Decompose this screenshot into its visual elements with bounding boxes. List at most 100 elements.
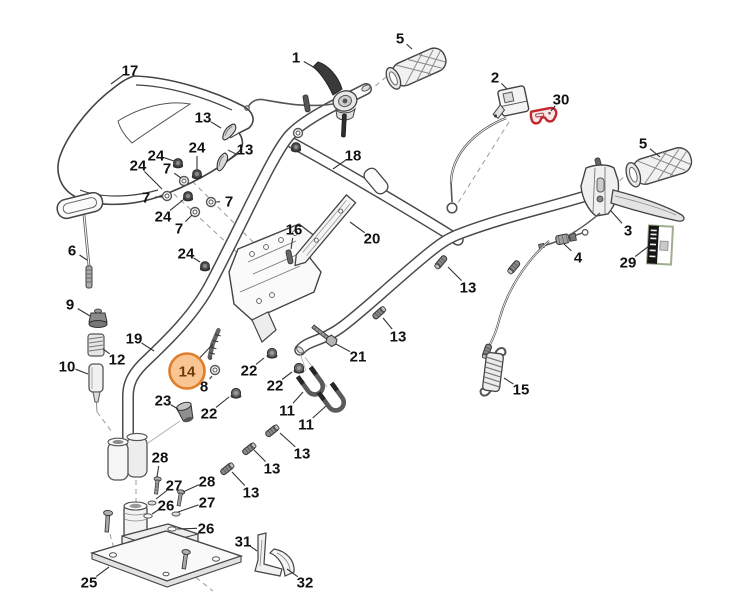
callout-10[interactable]: 10 <box>59 359 76 376</box>
alert-clip-30[interactable] <box>529 106 558 125</box>
callout-20[interactable]: 20 <box>364 231 381 248</box>
callout-7[interactable]: 7 <box>163 161 171 178</box>
callout-24[interactable]: 24 <box>189 140 206 157</box>
base-bolt <box>181 549 191 570</box>
callout-15[interactable]: 15 <box>513 382 530 399</box>
callout-2[interactable]: 2 <box>491 70 499 87</box>
washer-8 <box>209 364 221 376</box>
leader-line-22 <box>215 396 230 408</box>
callout-13[interactable]: 13 <box>460 280 477 297</box>
callout-19[interactable]: 19 <box>126 331 143 348</box>
callout-13[interactable]: 13 <box>243 485 260 502</box>
callout-6[interactable]: 6 <box>68 243 76 260</box>
callout-32[interactable]: 32 <box>297 575 314 592</box>
callout-13[interactable]: 13 <box>195 110 212 127</box>
leader-line-25 <box>95 566 110 578</box>
ferrule-pin-13 <box>219 461 236 477</box>
callout-28[interactable]: 28 <box>199 474 216 491</box>
callout-11[interactable]: 11 <box>298 417 314 434</box>
left-handlebar-tube-19 <box>122 83 372 443</box>
callout-13[interactable]: 13 <box>294 446 311 463</box>
callout-7[interactable]: 7 <box>142 190 150 207</box>
callout-25[interactable]: 25 <box>81 575 98 592</box>
screw-28 <box>153 476 162 495</box>
callout-3[interactable]: 3 <box>624 223 632 240</box>
callout-22[interactable]: 22 <box>267 378 284 395</box>
compression-spring-12 <box>87 333 105 357</box>
tube-clamp-sleeve <box>107 432 148 481</box>
callout-14[interactable]: 14 <box>179 364 196 381</box>
callout-27[interactable]: 27 <box>166 478 183 495</box>
selected-part-14-lever[interactable] <box>199 327 230 361</box>
throttle-lever-1 <box>244 61 358 138</box>
callout-26[interactable]: 26 <box>158 498 175 515</box>
callout-22[interactable]: 22 <box>201 406 218 423</box>
callout-7[interactable]: 7 <box>175 221 183 238</box>
bolt-21 <box>311 324 338 348</box>
callout-29[interactable]: 29 <box>620 255 637 272</box>
leader-line-28 <box>156 465 160 478</box>
callout-1[interactable]: 1 <box>292 50 300 67</box>
callout-13[interactable]: 13 <box>264 461 281 478</box>
support-bracket-20 <box>294 167 389 267</box>
callout-13[interactable]: 13 <box>390 329 407 346</box>
callout-9[interactable]: 9 <box>66 297 74 314</box>
callout-8[interactable]: 8 <box>200 379 208 396</box>
nut-22 <box>293 362 305 374</box>
callout-16[interactable]: 16 <box>286 222 303 239</box>
callout-26[interactable]: 26 <box>198 521 215 538</box>
callout-23[interactable]: 23 <box>155 393 172 410</box>
handle-cover-17 <box>57 75 254 206</box>
callout-13[interactable]: 13 <box>237 142 254 159</box>
callout-5[interactable]: 5 <box>639 136 647 153</box>
leader-line-11 <box>312 405 327 419</box>
callout-5[interactable]: 5 <box>396 31 404 48</box>
callout-7[interactable]: 7 <box>225 194 233 211</box>
callout-31[interactable]: 31 <box>235 534 252 551</box>
callout-24[interactable]: 24 <box>130 158 147 175</box>
console-mount-plate <box>228 223 322 343</box>
leader-line-26 <box>151 509 159 515</box>
leader-line-17 <box>110 74 124 85</box>
t-handle-rod-6 <box>56 191 104 289</box>
washer-27 <box>147 500 157 506</box>
callout-12[interactable]: 12 <box>109 352 126 369</box>
leader-line-13 <box>382 317 393 330</box>
callout-11[interactable]: 11 <box>279 403 295 420</box>
washer <box>292 127 304 139</box>
ferrule-pin-13 <box>241 441 258 457</box>
leader-line-2 <box>501 83 508 90</box>
callout-17[interactable]: 17 <box>122 63 139 80</box>
leader-line-8 <box>209 375 213 380</box>
callout-24[interactable]: 24 <box>155 209 172 226</box>
callout-24[interactable]: 24 <box>148 148 165 165</box>
leader-line-19 <box>141 342 155 352</box>
callout-21[interactable]: 21 <box>350 349 367 366</box>
callout-24[interactable]: 24 <box>178 246 195 263</box>
leader-line-11 <box>292 391 304 404</box>
washer-26 <box>167 526 177 532</box>
callout-27[interactable]: 27 <box>199 495 216 512</box>
leader-line-31 <box>249 545 258 552</box>
ferrule-pin-13 <box>264 423 281 439</box>
leader-line-5 <box>406 43 413 50</box>
leader-line-13 <box>279 432 296 448</box>
callout-22[interactable]: 22 <box>241 363 258 380</box>
crossbar-tube-18 <box>281 134 464 246</box>
nut-22 <box>266 347 278 359</box>
leader-line-10 <box>75 368 89 375</box>
ferrule-pin-13 <box>433 254 449 271</box>
highlight-circle-part-14[interactable] <box>168 352 206 390</box>
callout-28[interactable]: 28 <box>152 450 169 467</box>
callout-4[interactable]: 4 <box>574 250 583 267</box>
callout-30[interactable]: 30 <box>553 92 570 109</box>
bushing-9 <box>88 308 108 328</box>
nut <box>290 142 302 153</box>
ferrule-pin-13 <box>371 305 388 321</box>
leader-line-32 <box>286 568 299 578</box>
leader-line-5 <box>649 148 661 158</box>
callout-18[interactable]: 18 <box>345 148 362 165</box>
leader-line-13 <box>228 153 238 161</box>
